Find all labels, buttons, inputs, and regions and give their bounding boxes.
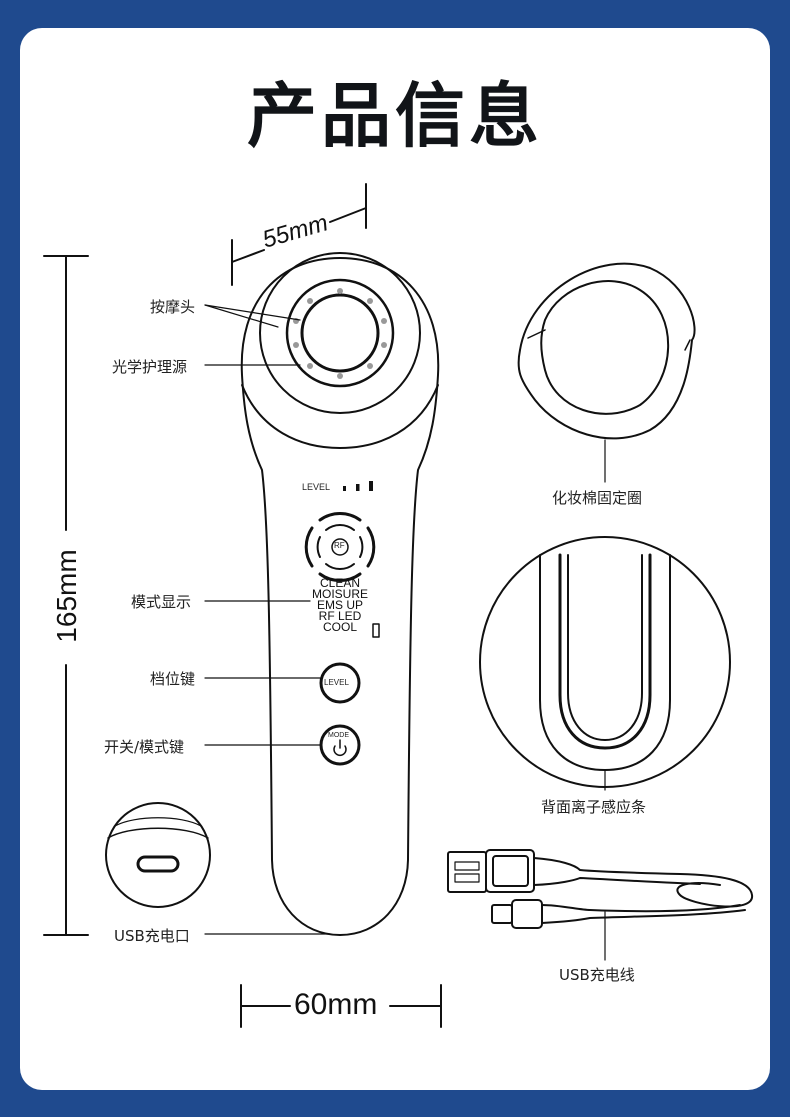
dimension-55mm-line [231, 183, 367, 286]
mode-item: RF LED [318, 609, 362, 623]
callout-back-sensor: 背面离子感应条 [541, 798, 647, 816]
callout-massage-head: 按摩头 [150, 298, 196, 316]
dimension-60mm-label: 60mm [294, 988, 378, 1021]
back-sensor-drawing [479, 536, 731, 791]
callout-usb-port: USB充电口 [114, 927, 190, 945]
rf-symbol [304, 512, 376, 582]
mode-list: CLEAN MOISURE EMS UP RF LED COOL [290, 576, 390, 634]
mode-item: CLEAN [319, 576, 360, 590]
led-dots [293, 288, 387, 379]
callout-light-source: 光学护理源 [112, 358, 188, 376]
mode-button-outline [319, 724, 361, 766]
cotton-ring-drawing [517, 262, 696, 483]
mode-button-text: MODE [328, 732, 349, 739]
dimension-60mm-line [240, 984, 442, 1028]
callout-usb-cable: USB充电线 [559, 966, 635, 984]
level-button-outline [319, 662, 361, 704]
callout-mode-display: 模式显示 [131, 593, 192, 611]
level-button-text: LEVEL [324, 678, 349, 687]
device-level-text: LEVEL [302, 482, 331, 492]
level-indicator [343, 481, 373, 491]
callout-power-mode-key: 开关/模式键 [104, 738, 185, 756]
device-rf-text: RF [334, 541, 345, 550]
mode-item: MOISURE [311, 587, 368, 601]
content-card [20, 28, 770, 1090]
page-title: 产品信息 [247, 75, 543, 157]
usb-cable-drawing [447, 849, 753, 961]
dimension-165mm-label: 165mm [51, 549, 82, 643]
mode-item: COOL [322, 620, 357, 634]
callout-cotton-ring: 化妆棉固定圈 [552, 489, 643, 507]
power-icon [333, 745, 347, 756]
dimension-165mm-line [43, 255, 89, 936]
battery-icon [372, 623, 380, 638]
mode-item: EMS UP [316, 598, 363, 612]
callout-level-key: 档位键 [150, 670, 196, 688]
usb-port-inset [105, 802, 211, 908]
